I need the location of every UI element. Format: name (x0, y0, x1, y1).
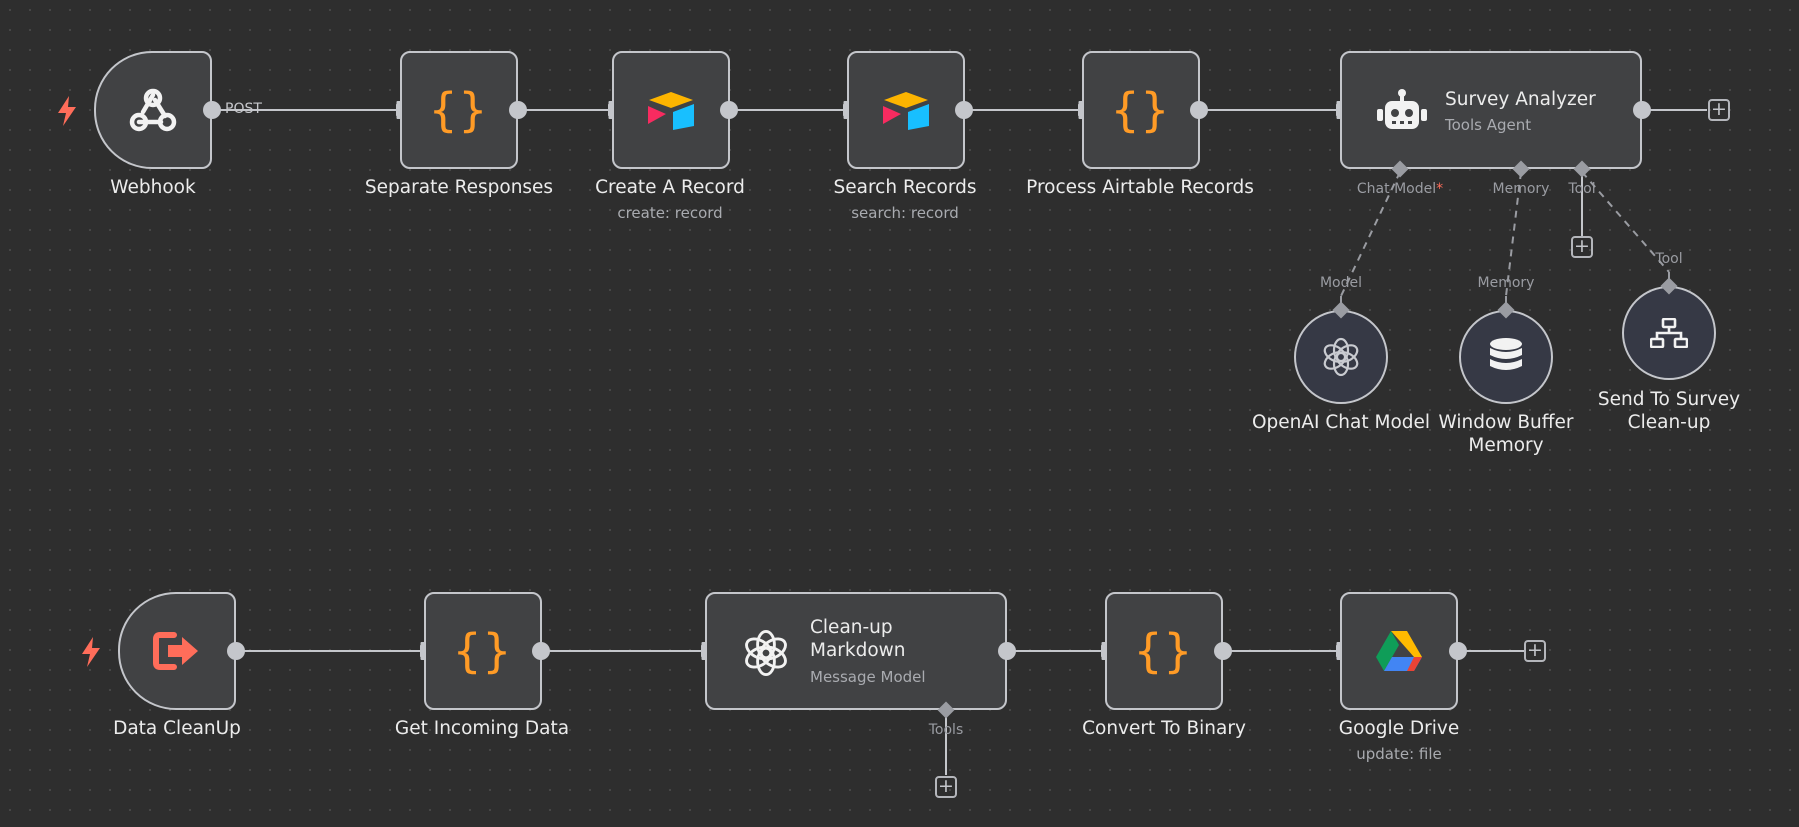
buffer-label-line2: Memory (1468, 435, 1544, 456)
agent-output-handle[interactable] (1633, 101, 1651, 119)
trigger-bolt-icon (82, 637, 100, 667)
buffer-memory-port-label: Memory (1477, 275, 1535, 291)
edge-memory-buffer (1505, 171, 1522, 297)
google-drive-sublabel: update: file (1356, 745, 1442, 763)
send-to-survey-node[interactable] (1622, 286, 1716, 380)
buffer-label-line1: Window Buffer (1438, 412, 1574, 433)
edge-label-post: POST (225, 101, 262, 117)
webhook-icon (127, 86, 179, 134)
search-records-label: Search Records (833, 177, 977, 198)
robot-icon (1377, 89, 1427, 133)
edge-tool-send (1581, 171, 1670, 273)
cleanup-markdown-node[interactable]: Clean-up Markdown Message Model (705, 592, 1007, 710)
drive-add-node-button[interactable]: + (1524, 640, 1546, 662)
openai-icon (742, 629, 790, 677)
code-braces-icon: {} (1111, 83, 1171, 137)
cleanup-markdown-subtitle: Message Model (810, 668, 926, 686)
google-drive-label: Google Drive (1338, 718, 1460, 739)
create-record-node[interactable] (612, 51, 730, 169)
process-output-handle[interactable] (1190, 101, 1208, 119)
search-output-handle[interactable] (955, 101, 973, 119)
airtable-icon (881, 90, 931, 130)
get-incoming-data-node[interactable]: {} (424, 592, 542, 710)
code-braces-icon: {} (429, 83, 489, 137)
openai-icon (1321, 337, 1361, 377)
cleanup-markdown-title: Clean-up Markdown (810, 617, 906, 661)
convert-to-binary-node[interactable]: {} (1105, 592, 1223, 710)
airtable-icon (646, 90, 696, 130)
search-records-sublabel: search: record (851, 204, 959, 222)
model-port-label: Model (1319, 275, 1363, 291)
webhook-output-handle[interactable] (203, 101, 221, 119)
convert-output-handle[interactable] (1214, 642, 1232, 660)
workflow-tree-icon (1650, 318, 1688, 348)
tools-add-button[interactable]: + (935, 776, 957, 798)
memory-port-label: Memory (1492, 181, 1550, 197)
separate-responses-label: Separate Responses (364, 177, 554, 198)
trigger-bolt-icon (58, 96, 76, 126)
convert-to-binary-label: Convert To Binary (1082, 718, 1246, 739)
process-records-label: Process Airtable Records (1026, 177, 1254, 198)
separate-output-handle[interactable] (509, 101, 527, 119)
openai-chat-model-label: OpenAI Chat Model (1251, 412, 1431, 433)
database-icon (1489, 338, 1523, 376)
code-braces-icon: {} (1134, 624, 1194, 678)
edge-chatmodel-openai (1340, 171, 1401, 297)
survey-analyzer-subtitle: Tools Agent (1445, 116, 1532, 134)
survey-analyzer-title: Survey Analyzer (1445, 89, 1596, 110)
send-tool-port-label: Tool (1655, 251, 1683, 267)
create-record-sublabel: create: record (617, 204, 723, 222)
send-to-survey-label: Send To Survey Clean-up (1598, 388, 1740, 434)
execute-workflow-trigger-icon (152, 631, 202, 671)
webhook-label: Webhook (110, 177, 196, 198)
agent-add-node-button[interactable]: + (1708, 99, 1730, 121)
window-buffer-memory-label: Window Buffer Memory (1439, 411, 1574, 457)
data-cleanup-node[interactable] (118, 592, 236, 710)
tool-add-button[interactable]: + (1571, 236, 1593, 258)
search-records-node[interactable] (847, 51, 965, 169)
code-braces-icon: {} (453, 624, 513, 678)
data-cleanup-output-handle[interactable] (227, 642, 245, 660)
window-buffer-memory-node[interactable] (1459, 310, 1553, 404)
process-records-node[interactable]: {} (1082, 51, 1200, 169)
drive-output-handle[interactable] (1449, 642, 1467, 660)
separate-responses-node[interactable]: {} (400, 51, 518, 169)
chat-model-port-label: Chat Model* (1356, 181, 1444, 197)
google-drive-node[interactable] (1340, 592, 1458, 710)
openai-chat-model-node[interactable] (1294, 310, 1388, 404)
tools-port-label: Tools (928, 722, 964, 738)
send-label-line1: Send To Survey (1597, 389, 1741, 410)
google-drive-icon (1375, 630, 1423, 672)
get-incoming-data-label: Get Incoming Data (394, 718, 570, 739)
create-record-label: Create A Record (595, 177, 745, 198)
tool-port-label: Tool (1568, 181, 1596, 197)
markdown-output-handle[interactable] (998, 642, 1016, 660)
send-label-line2: Clean-up (1627, 412, 1711, 433)
incoming-output-handle[interactable] (532, 642, 550, 660)
webhook-node[interactable] (94, 51, 212, 169)
data-cleanup-label: Data CleanUp (113, 718, 241, 739)
create-output-handle[interactable] (720, 101, 738, 119)
survey-analyzer-node[interactable]: Survey Analyzer Tools Agent (1340, 51, 1642, 169)
